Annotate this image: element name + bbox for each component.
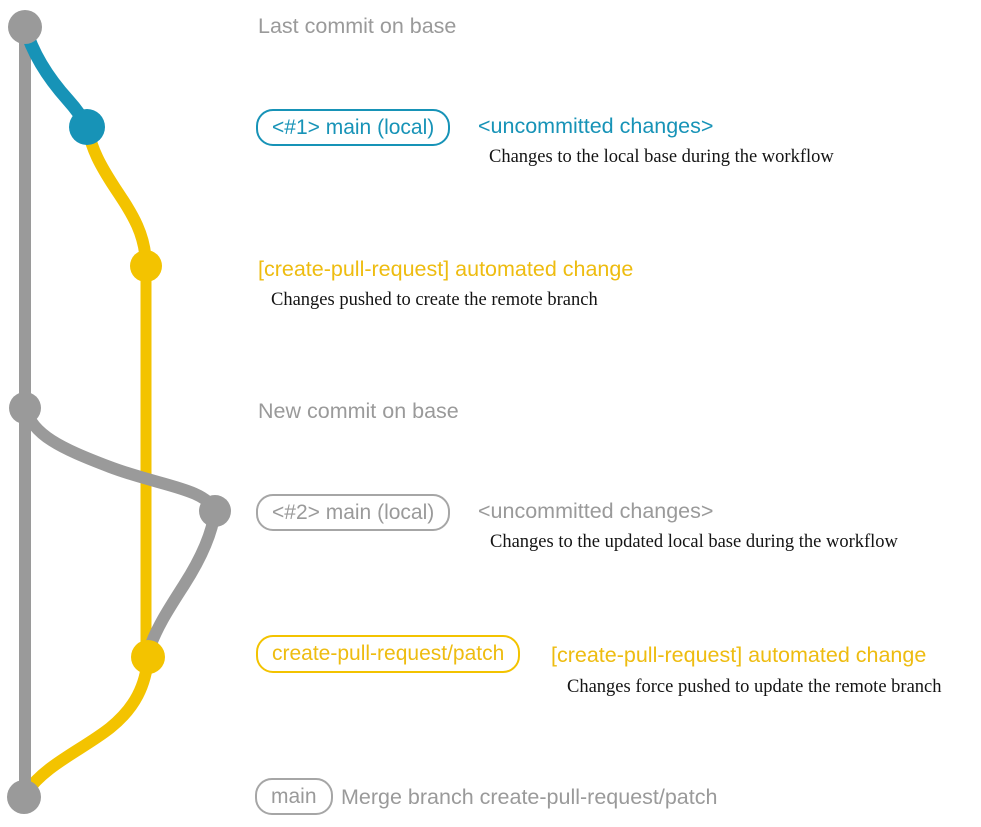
automated-change-note-1: Changes pushed to create the remote bran… <box>271 290 598 310</box>
commit-node-automated-change-2 <box>131 640 165 674</box>
last-commit-title: Last commit on base <box>258 14 457 38</box>
patch-branch-top-curve <box>81 125 152 268</box>
uncommitted-changes-heading-1: <uncommitted changes> <box>478 114 714 138</box>
commit-node-merge <box>7 780 41 814</box>
uncommitted-changes-note-2: Changes to the updated local base during… <box>490 532 898 552</box>
patch-branch-merge-curve <box>21 656 154 797</box>
uncommitted-changes-note-1: Changes to the local base during the wor… <box>489 147 834 167</box>
local2-to-patch-curve <box>143 510 221 652</box>
new-commit-title: New commit on base <box>258 399 459 423</box>
commit-node-last-base <box>8 10 42 44</box>
automated-change-heading-2: [create-pull-request] automated change <box>551 643 927 667</box>
branch-badge-main-local-1: <#1> main (local) <box>256 109 451 146</box>
uncommitted-changes-heading-2: <uncommitted changes> <box>478 499 714 523</box>
merge-title: Merge branch create-pull-request/patch <box>341 785 718 809</box>
commit-node-new-base <box>9 392 41 424</box>
branch-badge-main-local-2: <#2> main (local) <box>256 494 451 531</box>
branch-badge-main: main <box>255 778 333 815</box>
automated-change-note-2: Changes force pushed to update the remot… <box>567 677 942 697</box>
base-to-local2-curve <box>19 405 221 515</box>
branch-badge-patch: create-pull-request/patch <box>256 635 521 673</box>
commit-node-local-uncommitted-2 <box>199 495 231 527</box>
commit-node-local-uncommitted-1 <box>69 109 105 145</box>
commit-node-automated-change-1 <box>130 250 162 282</box>
automated-change-heading-1: [create-pull-request] automated change <box>258 257 634 281</box>
